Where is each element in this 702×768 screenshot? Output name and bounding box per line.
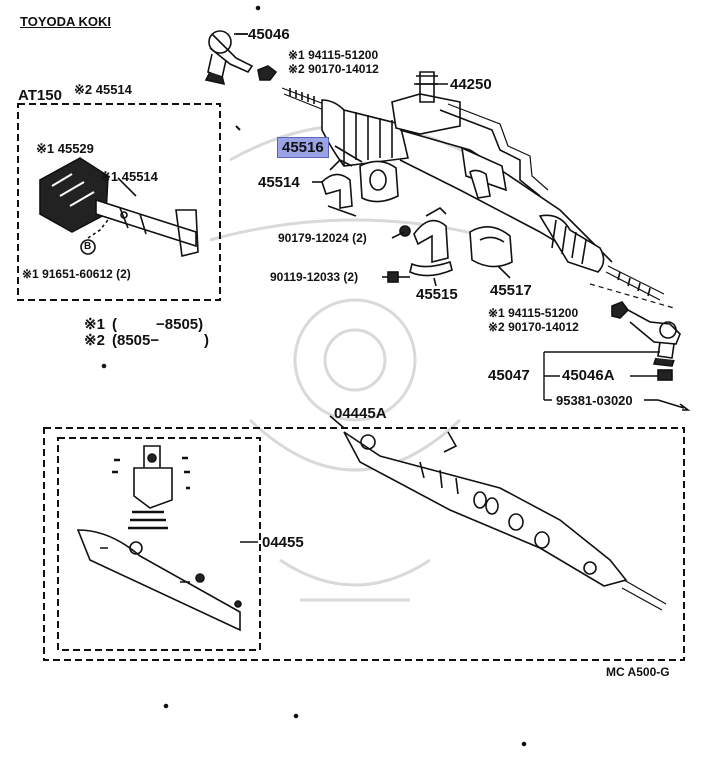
part-94115-bottom-label[interactable]: ※1 94115-51200 [488,306,579,320]
part-95381-label[interactable]: 95381-03020 [556,393,633,408]
part-04455-label[interactable]: 04455 [262,534,304,551]
kit-04455-dashed-box [57,437,261,651]
part-45515-label[interactable]: 45515 [416,286,458,303]
part-94115-top-label[interactable]: ※1 94115-51200 [288,48,379,62]
nut-45046a-icon [657,369,673,381]
part-45046-label[interactable]: 45046 [248,26,290,43]
part-b-label: B [84,241,92,252]
assembly-04445a-dashed-box [43,427,685,661]
part-45046a-label[interactable]: 45046A [562,367,615,384]
part-04445a-label[interactable]: 04445A [334,405,387,422]
variant-label: AT150 [18,87,62,104]
part-45514-v1-label[interactable]: ※1 45514 [100,169,158,184]
part-45529-label[interactable]: ※1 45529 [36,141,94,156]
tie-rod-end-top-icon [204,30,254,86]
tie-rod-end-bottom-icon [627,309,681,367]
part-45514-label[interactable]: 45514 [258,174,300,191]
bolt-90119-icon [387,271,410,283]
part-90119-label[interactable]: 90119-12033 (2) [270,270,359,284]
bushing-45517-icon [469,226,513,268]
rack-assembly-04445a-icon [343,431,667,611]
legend-paren-open-1: ( [112,316,117,333]
part-b-circle-icon [80,239,96,255]
cotter-pin-icon [657,399,691,411]
leader-bracket-45047 [543,351,660,401]
legend-mark-2: ※2 [84,332,105,349]
part-45517-label[interactable]: 45517 [490,282,532,299]
part-45514-v2-label[interactable]: ※2 45514 [74,82,132,97]
part-91651-label[interactable]: ※1 91651-60612 (2) [22,267,131,281]
bracket-45515-icon [409,207,453,277]
bracket-45529-icon [39,157,109,233]
watermark-emblem [209,123,501,602]
nut-bottom-icon [611,301,630,319]
bushing-45516-icon [359,160,399,203]
part-90179-label[interactable]: 90179-12024 (2) [278,231,367,245]
valve-housing-icon [76,445,242,632]
rack-end-thread-icon [281,87,325,111]
rack-end-thread-right-icon [605,265,665,301]
maker-label: TOYODA KOKI [20,14,112,29]
part-44250-label[interactable]: 44250 [450,76,492,93]
part-45516-label-highlighted[interactable]: 45516 [277,137,329,158]
clamp-45514-icon [321,159,357,217]
part-90170-bottom-label[interactable]: ※2 90170-14012 [488,320,579,334]
nut-top-icon [257,65,278,81]
legend-range-1: −8505) [156,316,204,333]
legend-paren-close-2: ) [204,332,209,349]
part-90170-top-label[interactable]: ※2 90170-14012 [288,62,379,76]
part-45047-label[interactable]: 45047 [488,367,530,384]
bolt-90179-icon [399,225,411,237]
diagram-code-label: MC A500-G [606,665,670,679]
at150-dashed-box [17,103,221,301]
legend-mark-1: ※1 [84,316,105,333]
bracket-45514-icon [95,198,199,257]
steering-rack-housing-icon [321,71,613,273]
legend-range-2: (8505− [112,332,160,349]
